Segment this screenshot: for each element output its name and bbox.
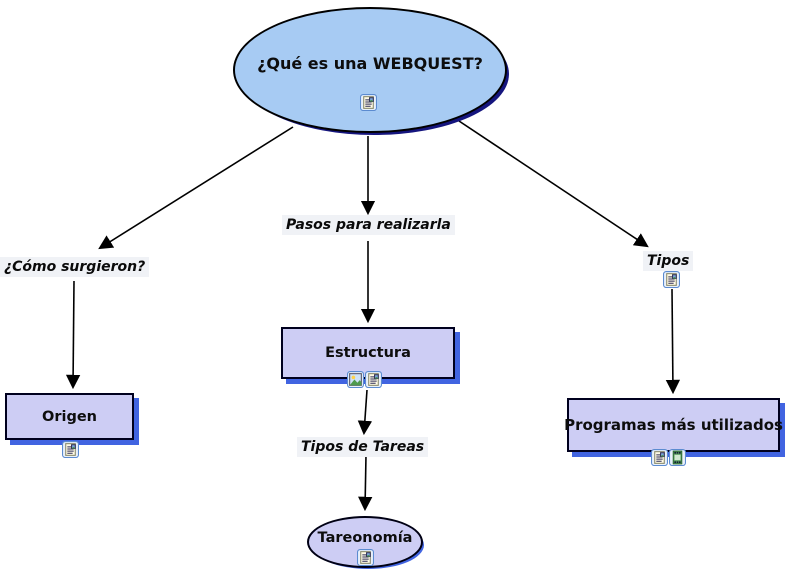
arrow-como-surgieron-to-origen	[65, 280, 81, 390]
node-root-label: ¿Qué es una WEBQUEST?	[257, 53, 483, 73]
node-estructura[interactable]: Estructura	[281, 327, 455, 379]
node-programas[interactable]: Programas más utilizados	[564, 398, 783, 452]
node-programas-label: Programas más utilizados	[564, 416, 783, 434]
arrow-root-to-tipos	[458, 120, 649, 248]
node-origen[interactable]: Origen	[5, 393, 134, 440]
link-label-tipos-de-tareas[interactable]: Tipos de Tareas	[297, 437, 429, 458]
doc-image-icon[interactable]	[62, 441, 79, 458]
arrow-root-to-como-surgieron	[98, 126, 294, 250]
film-icon[interactable]	[669, 449, 686, 466]
arrow-tipos-tareas-to-tareonomia	[358, 454, 373, 512]
doc-image-icon[interactable]	[365, 371, 382, 388]
node-estructura-label: Estructura	[325, 345, 411, 361]
node-tareonomia-label: Tareonomía	[317, 530, 413, 546]
arrow-estructura-to-tipos-tareas	[357, 389, 373, 436]
doc-image-icon[interactable]	[357, 549, 374, 566]
link-label-como-surgieron[interactable]: ¿Cómo surgieron?	[0, 257, 150, 278]
doc-image-icon[interactable]	[651, 449, 668, 466]
node-origen-label: Origen	[42, 408, 97, 425]
picture-icon[interactable]	[347, 371, 364, 388]
link-label-tipos[interactable]: Tipos	[643, 251, 694, 272]
link-label-pasos-para-realizarla[interactable]: Pasos para realizarla	[282, 215, 455, 236]
node-root-webquest[interactable]: ¿Qué es una WEBQUEST?	[233, 7, 513, 138]
doc-image-icon[interactable]	[360, 94, 377, 111]
doc-image-icon[interactable]	[663, 271, 680, 288]
arrow-tipos-to-programas	[665, 288, 681, 395]
